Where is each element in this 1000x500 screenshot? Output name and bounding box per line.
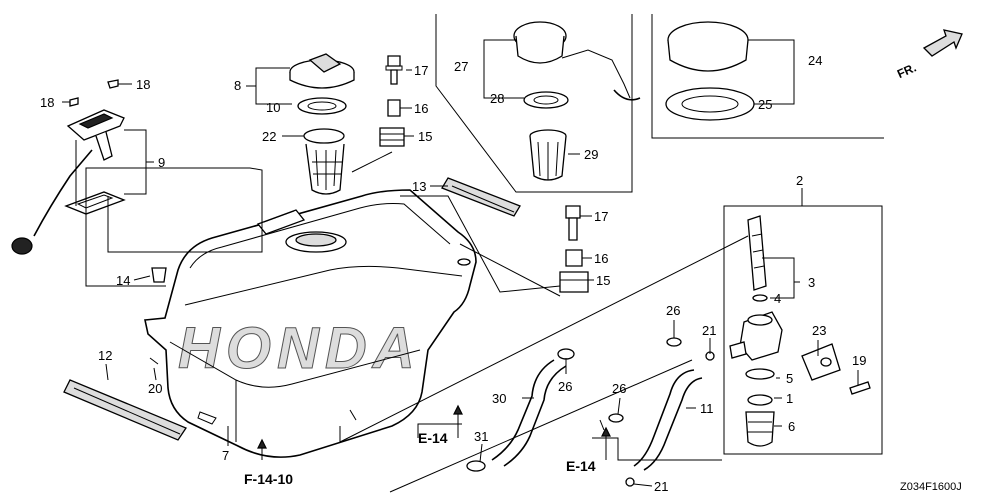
callout-29: 29 [584,147,598,162]
callout-26-top: 26 [666,303,680,318]
assembly-guide-lines [75,140,749,493]
callout-18-left: 18 [40,95,54,110]
callout-6: 6 [788,419,795,434]
fuel-valve-assembly-box [723,205,883,455]
callout-24: 24 [808,53,822,68]
callout-21-top: 21 [702,323,716,338]
callout-11: 11 [700,401,714,416]
callout-numbers: 8 10 22 18 18 9 17 16 15 13 17 16 15 14 … [40,53,866,494]
cap-option-box [651,14,884,139]
callout-14: 14 [116,273,130,288]
callout-4: 4 [774,291,781,306]
callout-7: 7 [222,448,229,463]
callout-3: 3 [808,275,815,290]
callout-15-upper: 15 [418,129,432,144]
callout-19: 19 [852,353,866,368]
fuel-hoses [491,359,703,471]
callout-23: 23 [812,323,826,338]
callout-27: 27 [454,59,468,74]
reference-labels: E-14 E-14 F-14-10 [244,430,596,487]
leader-lines [62,39,859,487]
svg-text:HONDA: HONDA [178,316,421,381]
callout-21-bottom: 21 [654,479,668,494]
ref-e14-left: E-14 [418,430,448,446]
upper-mount-hardware [379,55,405,147]
ref-f14-10: F-14-10 [244,471,293,487]
callout-25: 25 [758,97,772,112]
callout-20: 20 [148,381,162,396]
callout-28: 28 [490,91,504,106]
callout-9: 9 [158,155,165,170]
lower-mount-hardware [151,205,589,293]
callout-1: 1 [786,391,793,406]
callout-16-lower: 16 [594,251,608,266]
filler-cap-option-box [435,14,641,193]
front-direction-arrow: FR. [895,29,963,81]
callout-12: 12 [98,348,112,363]
callout-13: 13 [412,179,426,194]
callout-16-upper: 16 [414,101,428,116]
fuel-gauge-assembly [11,79,126,255]
callout-26-middle: 26 [558,379,572,394]
callout-31: 31 [474,429,488,444]
fr-label: FR. [895,60,918,81]
callout-10: 10 [266,100,280,115]
callout-2: 2 [796,173,803,188]
diagram-code: Z034F1600J [900,481,962,493]
filler-cap-assembly [289,53,355,195]
callout-22: 22 [262,129,276,144]
ref-e14-right: E-14 [566,458,596,474]
tank-rubbers [63,177,521,441]
callout-5: 5 [786,371,793,386]
callout-30: 30 [492,391,506,406]
fuel-tank-body [144,189,477,458]
callout-26-bottom: 26 [612,381,626,396]
callout-17-upper: 17 [414,63,428,78]
honda-watermark-logo: HONDA [178,316,421,382]
callout-18-right: 18 [136,77,150,92]
reference-arrows [257,404,611,460]
callout-15-lower: 15 [596,273,610,288]
callout-17-lower: 17 [594,209,608,224]
callout-8: 8 [234,78,241,93]
